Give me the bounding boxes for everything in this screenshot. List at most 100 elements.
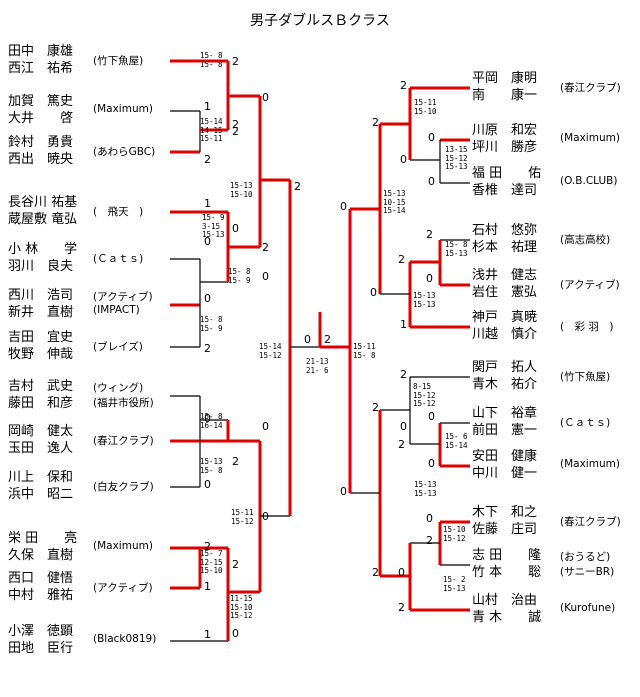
entry-name: 神戸 真暁 — [472, 310, 538, 325]
set-count: 0 — [262, 510, 269, 523]
entry-club: (Black0819) — [93, 633, 157, 645]
entry-club: (高志高校) — [560, 234, 611, 246]
set-count: 1 — [204, 100, 211, 113]
entry-name: 平岡 康明 — [472, 71, 538, 86]
entry-club: (白友クラブ) — [93, 481, 154, 493]
set-count: 2 — [372, 566, 379, 579]
entry-name: 木下 和之 — [472, 505, 538, 520]
score-cell: 15-11 15-12 — [231, 508, 254, 526]
entry-club: (Maximum) — [93, 103, 153, 115]
set-count: 2 — [232, 558, 239, 571]
entry-name: 吉村 武史 — [8, 379, 74, 394]
entry-club: (あわらGBC) — [93, 146, 156, 158]
entry-club: (おうるど) (サニーBR) — [560, 551, 615, 578]
score-cell: 15-14 14-15 15-11 — [200, 117, 223, 144]
entry-name: 石村 悠弥 — [472, 223, 538, 238]
set-count: 0 — [204, 478, 211, 491]
entry-name: 牧野 伸哉 — [8, 347, 74, 362]
entry-name: 新井 直樹 — [8, 305, 74, 320]
entry-name: 小澤 徳顕 — [8, 624, 74, 639]
entry-name: 川越 慎介 — [472, 327, 538, 342]
entry-club: (ブレイズ) — [93, 341, 143, 353]
score-cell: 15- 8 15- 9 — [228, 267, 251, 285]
set-count: 1 — [400, 318, 407, 331]
entry-name: 西川 浩司 — [8, 288, 74, 303]
entry-name: 坪川 勝彦 — [472, 140, 538, 155]
page-title: 男子ダブルスＢクラス — [250, 13, 390, 29]
set-count: 0 — [304, 333, 311, 346]
entry-name: 山下 裕章 — [472, 406, 538, 421]
set-count: 0 — [400, 420, 407, 433]
entry-name: 玉田 逸人 — [8, 441, 74, 456]
score-cell: 15- 9 3-15 15-13 — [202, 213, 225, 240]
entry-club: (アクティブ) (IMPACT) — [93, 291, 153, 316]
score-cell: 15-10 15-12 — [443, 525, 466, 543]
score-cell: 13-15 15-12 15-13 — [445, 145, 468, 172]
entry-name: 西口 健悟 — [8, 571, 74, 586]
set-count: 2 — [294, 180, 301, 193]
entry-name: 杉本 祐理 — [472, 240, 538, 255]
entry-name: 岡崎 健太 — [8, 424, 74, 439]
set-count: 0 — [426, 512, 433, 525]
entry-name: 前田 憲一 — [472, 423, 538, 438]
set-count: 0 — [204, 235, 211, 248]
entry-club: (竹下魚屋) — [560, 371, 611, 383]
set-count: 0 — [204, 292, 211, 305]
set-count: 0 — [428, 410, 435, 423]
score-cell: 15-13 10-15 15-14 — [383, 189, 406, 216]
entry-name: 関戸 拓人 — [472, 360, 538, 375]
entry-name: 佐藤 庄司 — [472, 522, 538, 537]
entry-club: (Maximum) — [560, 458, 620, 470]
score-cell: 21-13 21- 6 — [306, 357, 329, 375]
set-count: 2 — [400, 79, 407, 92]
set-count: 0 — [232, 222, 239, 235]
entry-club: (アクティブ) — [560, 279, 620, 291]
score-cell: 15- 6 15-14 — [445, 432, 468, 450]
set-count: 0 — [428, 175, 435, 188]
entry-name: 鈴村 勇貴 — [8, 135, 74, 150]
entry-name: 青 木 誠 — [472, 610, 542, 625]
entry-name: 安田 健康 — [472, 449, 538, 464]
entry-name: 加賀 篤史 — [8, 94, 74, 109]
entry-name: 浜中 昭二 — [8, 487, 74, 502]
set-count: 2 — [400, 368, 407, 381]
set-count: 2 — [324, 333, 331, 346]
entry-name: 青木 祐介 — [472, 377, 538, 392]
entry-name: 香椎 達司 — [472, 183, 538, 198]
entry-name: 川上 保和 — [8, 470, 74, 485]
entry-name: 西出 暁央 — [8, 152, 74, 167]
set-count: 0 — [204, 412, 211, 425]
score-cell: 15-13 15-10 — [230, 181, 253, 199]
entry-name: 吉田 宜史 — [8, 330, 74, 345]
entry-name: 竹 本 聡 — [472, 565, 542, 580]
entry-club: ( 飛天 ) — [93, 206, 144, 218]
set-count: 0 — [262, 270, 269, 283]
score-cell: 15- 8 16-14 — [200, 412, 223, 430]
entry-club: (アクティブ) — [93, 582, 153, 594]
score-cell: 15-13 15-13 — [414, 480, 437, 498]
entry-name: 中川 健一 — [472, 466, 538, 481]
set-count: 2 — [232, 118, 239, 131]
set-count: 2 — [204, 342, 211, 355]
entry-name: 中村 雅祐 — [8, 588, 74, 603]
entry-club: (春江クラブ) — [560, 516, 621, 528]
entry-name: 田地 臣行 — [8, 641, 74, 656]
entry-club: (Kurofune) — [560, 602, 616, 614]
set-count: 2 — [204, 153, 211, 166]
set-count: 0 — [398, 566, 405, 579]
set-count: 0 — [428, 457, 435, 470]
entry-club: (春江クラブ) — [560, 82, 621, 94]
entry-club: ( 彩 羽 ) — [560, 321, 614, 333]
set-count: 2 — [398, 253, 405, 266]
set-count: 2 — [372, 116, 379, 129]
set-count: 2 — [426, 534, 433, 547]
score-cell: 15-13 15- 8 — [200, 457, 223, 475]
set-count: 2 — [204, 540, 211, 553]
set-count: 0 — [232, 627, 239, 640]
score-cell: 15- 8 15-13 — [445, 240, 468, 258]
entry-club: (竹下魚屋) — [93, 55, 144, 67]
set-count: 2 — [426, 228, 433, 241]
set-count: 1 — [204, 197, 211, 210]
set-count: 0 — [428, 131, 435, 144]
